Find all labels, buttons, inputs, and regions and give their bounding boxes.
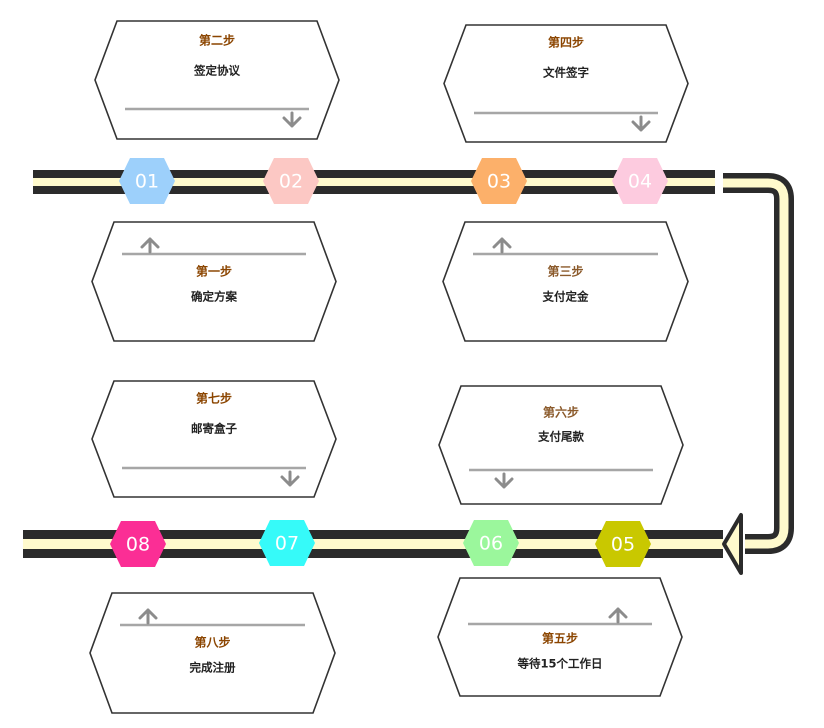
hexagon-marker <box>110 521 166 567</box>
step-title: 第一步 <box>196 264 232 279</box>
card-shape <box>89 592 336 714</box>
step-number: 03 <box>487 171 511 193</box>
step-number: 01 <box>135 171 159 193</box>
u-turn-path-outer <box>723 173 794 554</box>
bottom-track-inner <box>23 539 723 549</box>
step-number: 04 <box>628 171 652 193</box>
step-title: 第五步 <box>542 631 578 646</box>
card-shape <box>437 577 683 697</box>
hexagon-marker <box>612 158 668 204</box>
arrow-up-icon <box>138 608 158 625</box>
hexagon-marker <box>471 158 527 204</box>
step-number: 07 <box>275 533 299 555</box>
card-shape <box>442 221 689 342</box>
step-title: 第七步 <box>196 391 232 406</box>
step-description: 等待15个工作日 <box>516 657 602 671</box>
step-marker-03: 03 <box>471 158 527 204</box>
step-title: 第三步 <box>547 264 583 279</box>
step-markers: 01 02 03 04 05 06 07 08 <box>110 158 668 567</box>
arrow-down-icon <box>494 472 514 489</box>
arrow-down-icon <box>280 470 300 487</box>
step-number: 08 <box>126 534 150 556</box>
step-description: 签定协议 <box>193 64 240 78</box>
step-description: 邮寄盒子 <box>191 422 237 436</box>
arrow-down-icon <box>282 111 302 128</box>
step-description: 确定方案 <box>191 290 237 304</box>
u-turn-path-inner <box>723 178 789 549</box>
arrow-up-icon <box>140 237 160 254</box>
top-track-inner <box>33 178 715 186</box>
step-number: 02 <box>279 171 303 193</box>
step-marker-04: 04 <box>612 158 668 204</box>
step-description: 完成注册 <box>190 661 236 675</box>
step-number: 05 <box>611 534 635 556</box>
step-marker-05: 05 <box>595 521 651 567</box>
arrow-up-icon <box>608 607 628 624</box>
step-cards: 第一步确定方案第二步签定协议第三步支付定金第四步文件签字第五步等待15个工作日第… <box>89 20 689 714</box>
hexagon-marker <box>595 521 651 567</box>
step-description: 支付尾款 <box>537 430 584 444</box>
hexagon-marker <box>119 158 175 204</box>
step-marker-02: 02 <box>263 158 319 204</box>
arrow-down-icon <box>631 115 651 132</box>
u-turn-arrow <box>722 173 794 575</box>
step-marker-06: 06 <box>463 520 519 566</box>
step-marker-07: 07 <box>259 520 315 566</box>
hexagon-marker <box>463 520 519 566</box>
step-title: 第二步 <box>199 33 235 48</box>
step-marker-08: 08 <box>110 521 166 567</box>
step-title: 第八步 <box>194 635 230 650</box>
hexagon-marker <box>259 520 315 566</box>
arrow-up-icon <box>492 237 512 254</box>
hexagon-marker <box>263 158 319 204</box>
step-number: 06 <box>479 533 503 555</box>
step-description: 支付定金 <box>542 290 589 304</box>
step-description: 文件签字 <box>543 66 589 80</box>
step-marker-01: 01 <box>119 158 175 204</box>
card-shape <box>91 221 337 342</box>
u-turn-arrowhead <box>722 513 743 575</box>
step-title: 第六步 <box>543 405 579 420</box>
card-shape <box>438 385 684 505</box>
step-title: 第四步 <box>548 35 584 50</box>
